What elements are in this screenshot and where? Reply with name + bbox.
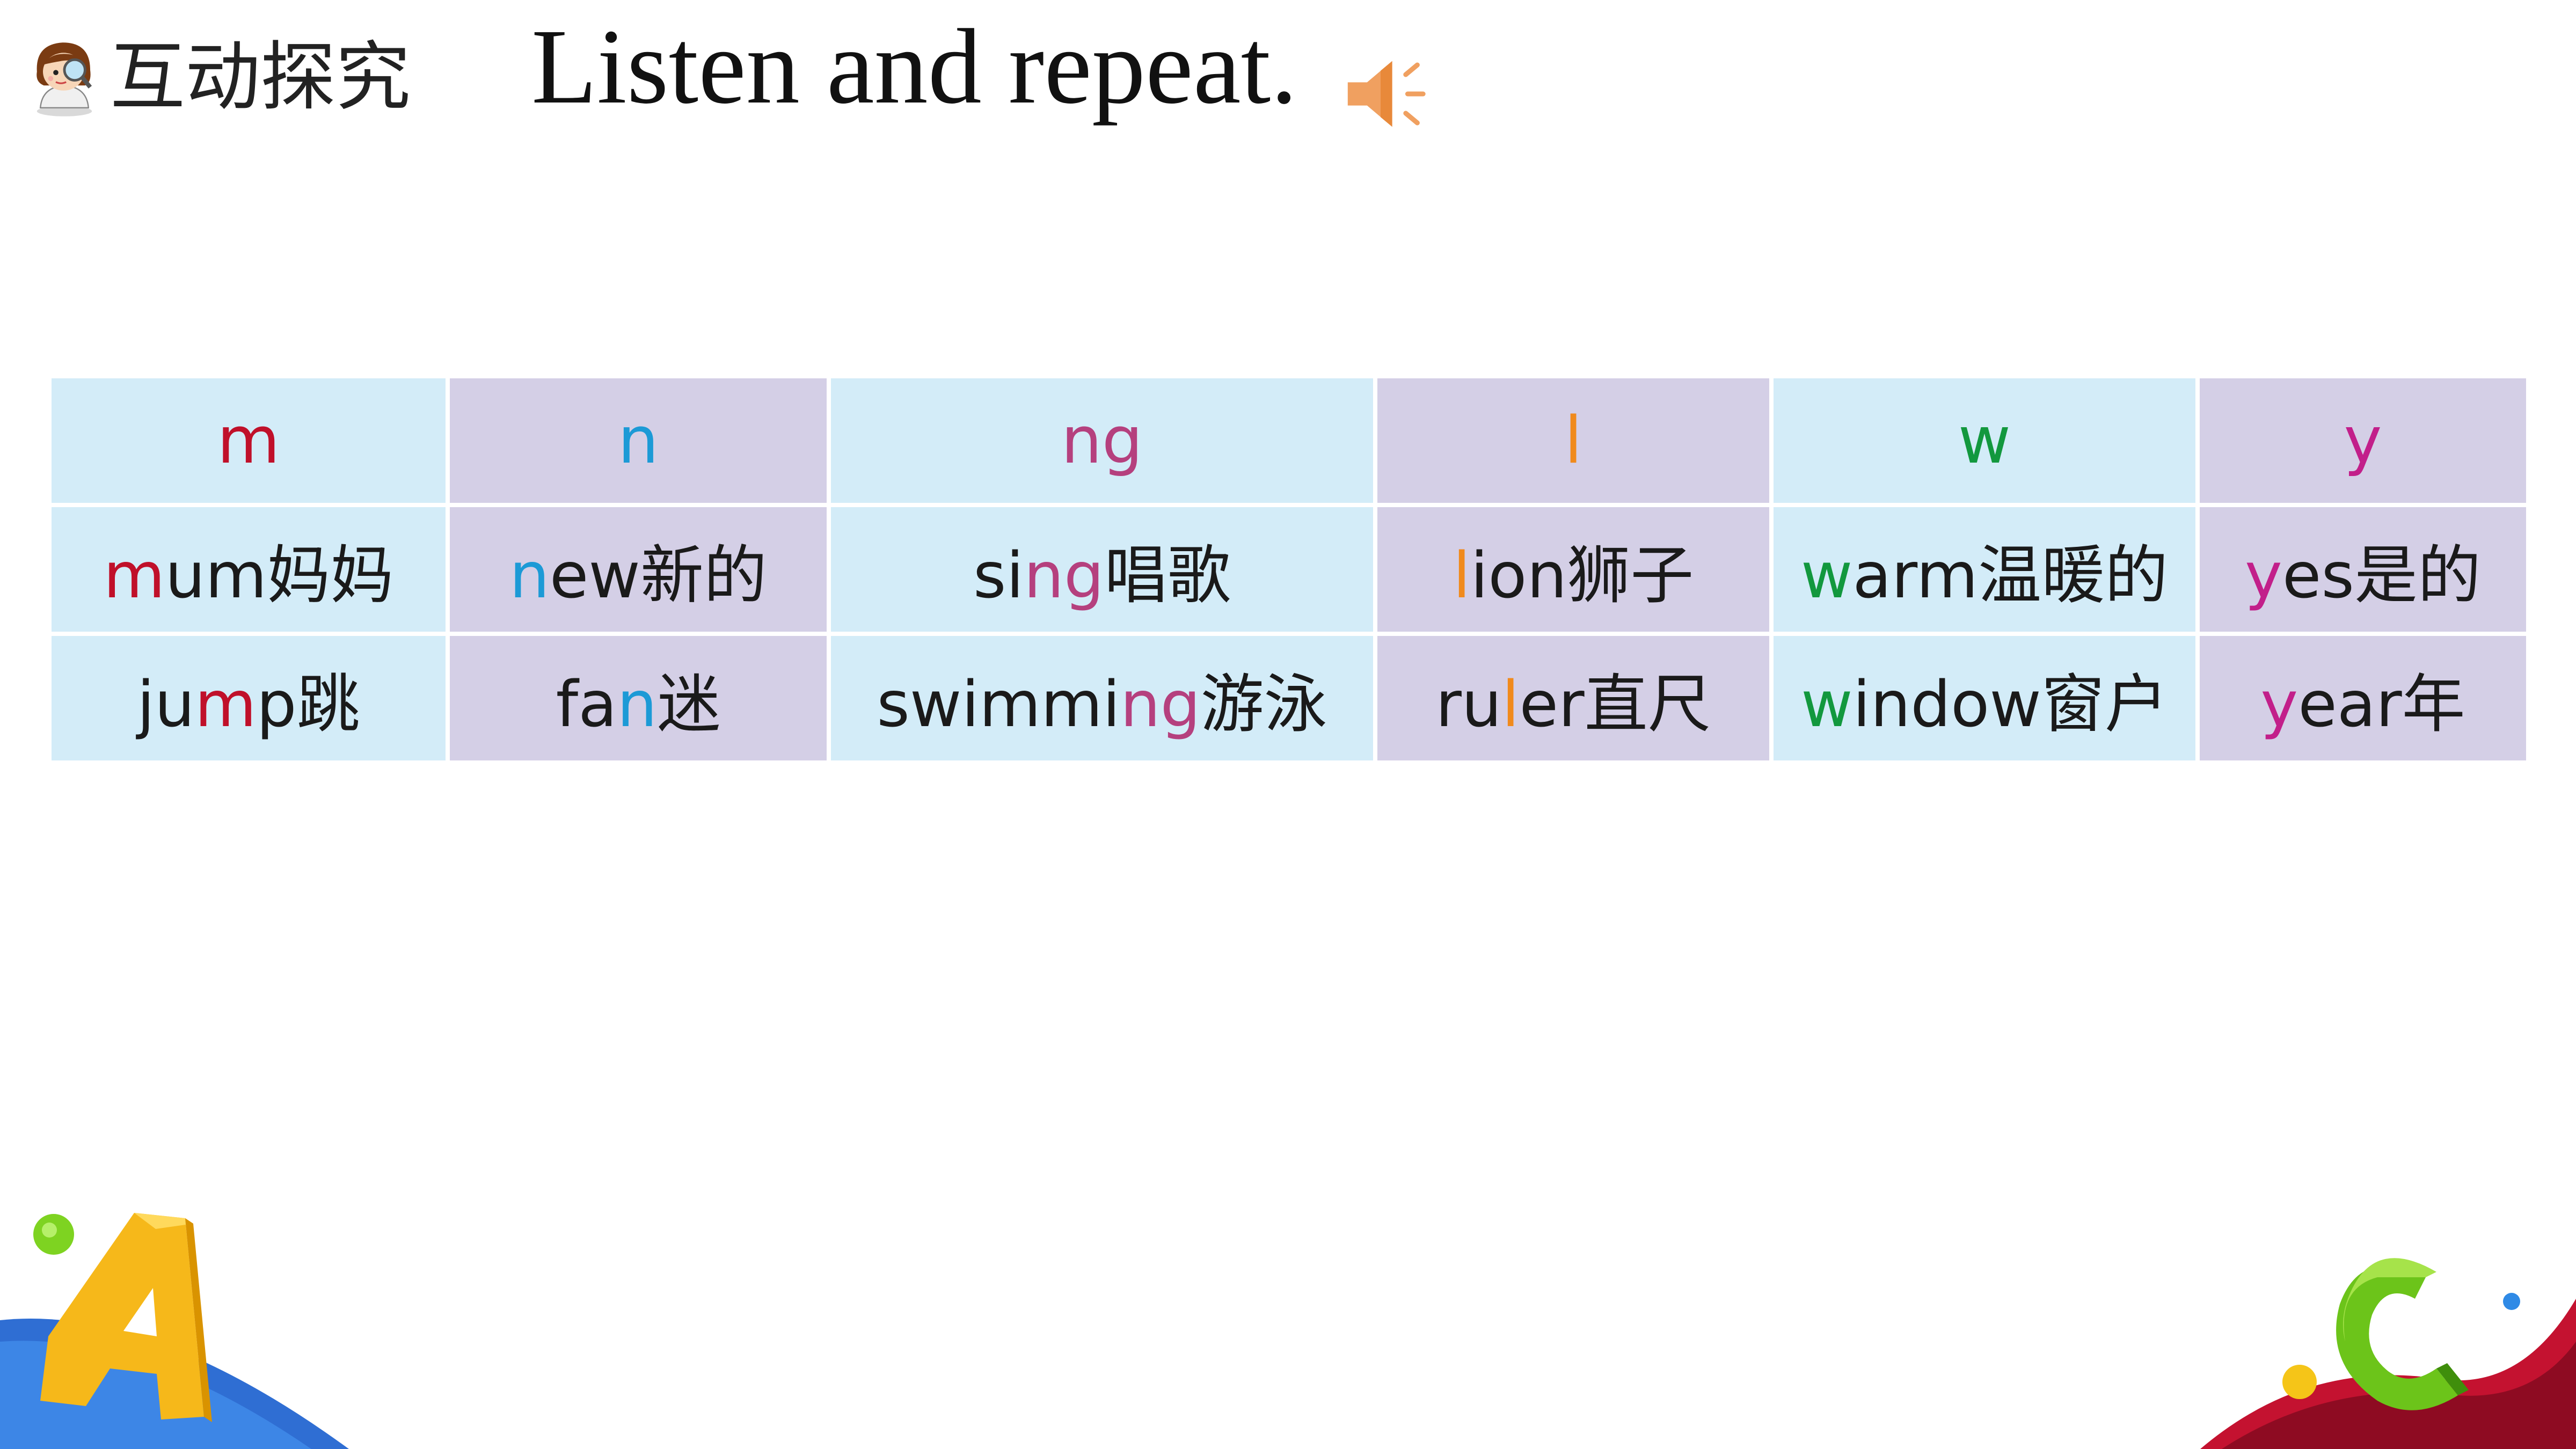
sound-label: w [1958,403,2011,478]
sound-header-y: y [2200,378,2526,503]
sound-label: ng [1061,403,1143,478]
word-row-1: mum妈妈 new新的 sing唱歌 lion狮子 warm温暖的 yes是的 [52,507,2526,632]
section-title-cn: 互动探究 [110,34,411,121]
word-cell: year年 [2200,636,2526,760]
instruction-title: Listen and repeat. [531,8,1298,126]
word-cell: sing唱歌 [831,507,1373,632]
word-cell: jump跳 [52,636,446,760]
phonics-table: m n ng l w y mum妈妈 new新的 sing唱歌 lion狮子 w… [47,374,2530,765]
sound-header-w: w [1774,378,2195,503]
bottom-left-decoration: A [0,1181,349,1449]
word-cell: lion狮子 [1377,507,1769,632]
sound-header-ng: ng [831,378,1373,503]
sound-header-m: m [52,378,446,503]
yellow-dot-icon [2282,1365,2317,1399]
sound-header-row: m n ng l w y [52,378,2526,503]
letter-c-block-icon: C [2200,1234,2469,1410]
word-cell: warm温暖的 [1774,507,2195,632]
svg-text:A: A [0,1181,4,1182]
speaker-icon[interactable] [1342,46,1439,142]
girl-with-magnifier-icon [37,42,92,116]
sound-label: n [617,403,659,478]
sound-label: l [1564,403,1582,478]
bottom-right-decoration: C [2200,1234,2576,1449]
word-cell: window窗户 [1774,636,2195,760]
word-row-2: jump跳 fan迷 swimming游泳 ruler直尺 window窗户 y… [52,636,2526,760]
blue-dot-icon [2503,1293,2520,1310]
word-cell: new新的 [450,507,827,632]
sound-header-l: l [1377,378,1769,503]
svg-text:C: C [2200,1234,2204,1236]
sound-header-n: n [450,378,827,503]
word-cell: fan迷 [450,636,827,760]
letter-a-block-icon: A [0,1181,212,1422]
sound-label: y [2344,403,2382,478]
word-cell: swimming游泳 [831,636,1373,760]
word-cell: ruler直尺 [1377,636,1769,760]
word-cell: mum妈妈 [52,507,446,632]
sound-label: m [217,403,280,478]
word-cell: yes是的 [2200,507,2526,632]
